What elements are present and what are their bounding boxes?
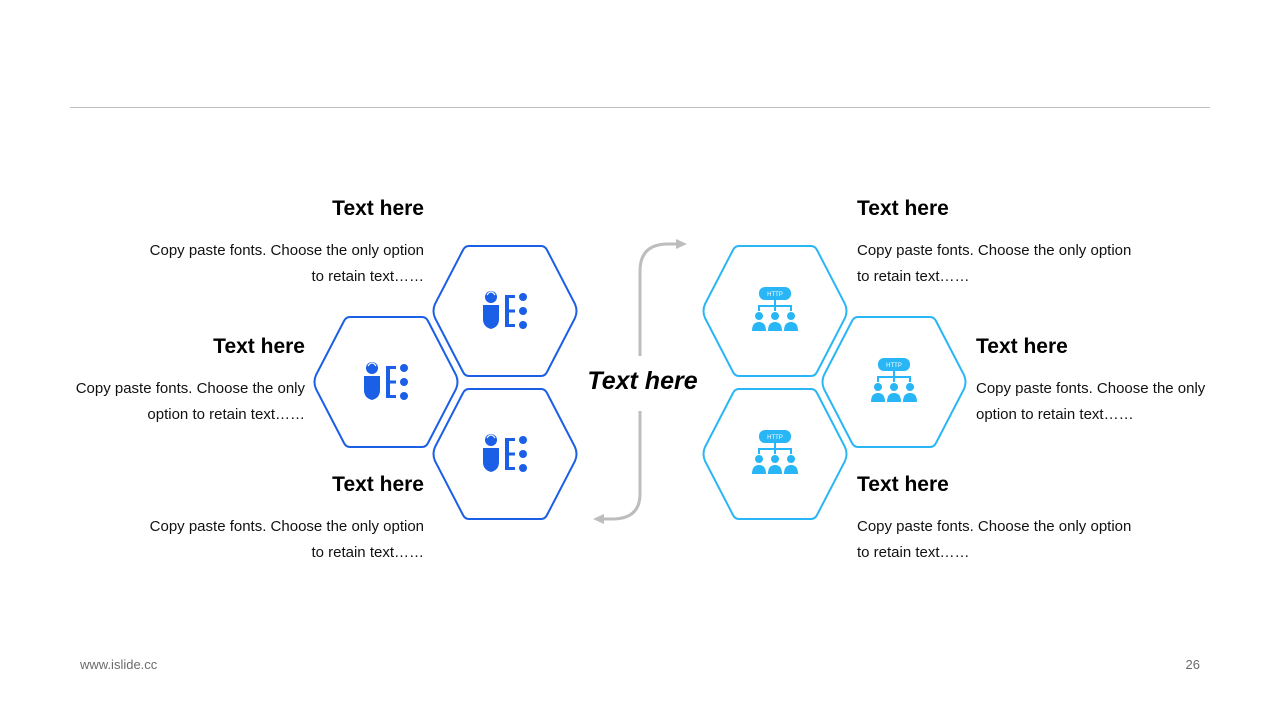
left-block-3: Text here Copy paste fonts. Choose the o…: [120, 472, 424, 566]
arrow-up-right: [638, 242, 680, 356]
right-block-3: Text here Copy paste fonts. Choose the o…: [857, 472, 1157, 566]
cycle-arrows: [593, 239, 687, 524]
left-block-2-line1: Copy paste fonts. Choose the only: [75, 380, 305, 397]
left-hex-bottom: [431, 387, 579, 521]
right-block-2-line1: Copy paste fonts. Choose the only: [976, 380, 1206, 397]
page-number: 26: [1185, 657, 1200, 672]
top-divider: [70, 107, 1210, 108]
person-list-icon: [363, 361, 409, 401]
right-block-1-line2: to retain text……: [857, 268, 970, 285]
person-list-icon: [482, 433, 528, 473]
right-block-3-line2: to retain text……: [857, 544, 970, 561]
right-block-2: Text here Copy paste fonts. Choose the o…: [976, 334, 1236, 428]
right-block-2-title: Text here: [976, 335, 1068, 358]
http-network-icon: [871, 358, 917, 402]
right-block-3-title: Text here: [857, 473, 949, 496]
left-block-1-line2: to retain text……: [311, 268, 424, 285]
footer-url: www.islide.cc: [80, 657, 158, 672]
person-list-icon: [482, 290, 528, 330]
right-block-1: Text here Copy paste fonts. Choose the o…: [857, 196, 1157, 290]
left-block-2-line2: option to retain text……: [147, 406, 305, 423]
http-network-icon: [752, 287, 798, 331]
right-block-3-line1: Copy paste fonts. Choose the only option: [857, 518, 1132, 535]
arrow-head-left-icon: [593, 514, 604, 524]
arrow-head-right-icon: [676, 239, 687, 249]
right-block-1-title: Text here: [857, 197, 949, 220]
left-block-2: Text here Copy paste fonts. Choose the o…: [40, 334, 305, 428]
arrow-down-left: [600, 411, 642, 521]
http-network-icon: [752, 430, 798, 474]
right-block-2-line2: option to retain text……: [976, 406, 1134, 423]
center-title: Text here: [587, 367, 698, 395]
right-block-1-line1: Copy paste fonts. Choose the only option: [857, 242, 1132, 259]
left-block-2-title: Text here: [213, 335, 305, 358]
left-block-1: Text here Copy paste fonts. Choose the o…: [120, 196, 424, 290]
right-hex-bottom: [701, 387, 849, 521]
left-block-3-line1: Copy paste fonts. Choose the only option: [149, 518, 424, 535]
left-block-3-line2: to retain text……: [311, 544, 424, 561]
left-block-1-line1: Copy paste fonts. Choose the only option: [149, 242, 424, 259]
left-block-3-title: Text here: [332, 473, 424, 496]
left-block-1-title: Text here: [332, 197, 424, 220]
